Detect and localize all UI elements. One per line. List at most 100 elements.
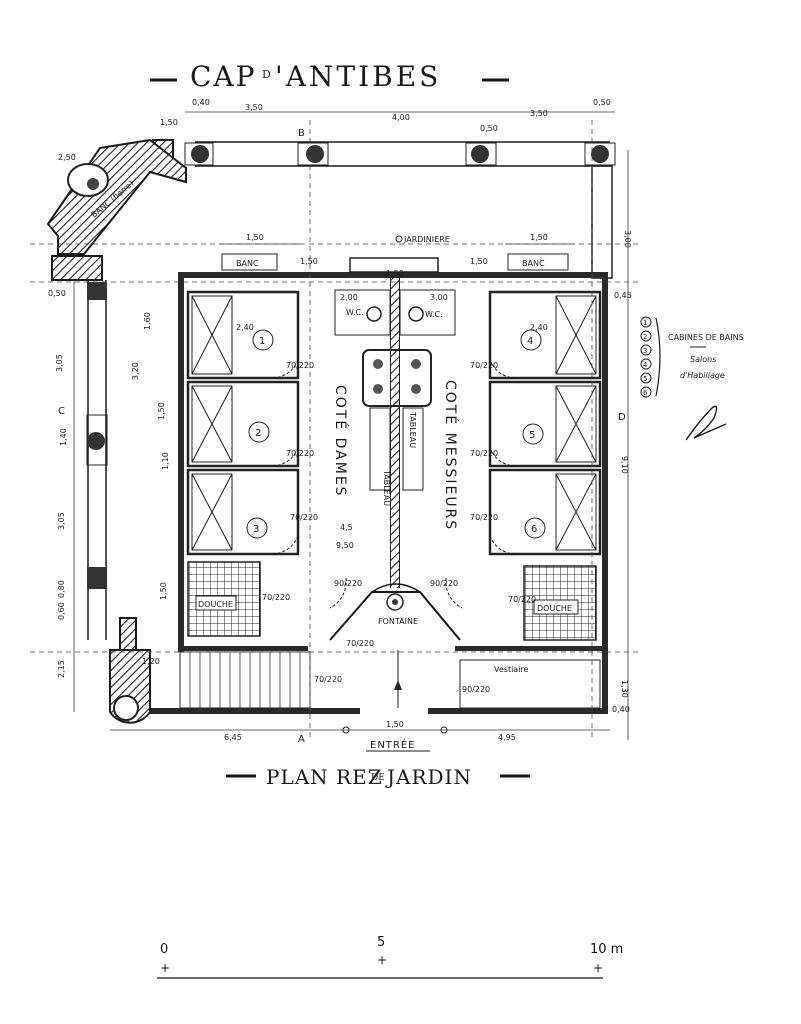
dim-cabin-right: 2,40 (530, 323, 548, 332)
dim-left-1: 1,60 (143, 312, 152, 330)
subtitle-plan-rez: PLAN REZ (266, 765, 383, 789)
central-divider (390, 278, 400, 588)
building-walls (140, 272, 608, 714)
dim-top-small-2: 0,50 (480, 124, 498, 133)
wc-area: W.C. W.C. 2,00 3,00 1,50 (334, 269, 456, 336)
banc-right-label: BANC (522, 259, 545, 268)
scale-label-10: 10 m (590, 942, 623, 957)
dim-left-7: 3,05 (57, 512, 66, 530)
scale-tick-0: + (160, 961, 170, 975)
left-cabins: 1 2 3 2,40 70/220 70/220 70/220 (186, 290, 318, 556)
dim-bottom-1: 1,20 (142, 657, 160, 666)
washbasin-island: TABLEAU TABLEAU (362, 349, 432, 506)
dim-door-9: 70/220 (262, 593, 290, 602)
cabin-6-number: 6 (531, 524, 537, 535)
banc-left-label: BANC (236, 259, 259, 268)
left-gallery: C (58, 280, 108, 640)
dim-door-6: 70/220 (470, 513, 498, 522)
wc-right-label: W.C. (425, 310, 443, 319)
cabin-4-number: 4 (527, 336, 533, 347)
cote-messieurs-label: COTÉ MESSIEURS (442, 380, 459, 531)
dim-wc-3: 1,50 (386, 269, 404, 278)
bench-row-top: 1,50 1,50 1,50 1,50 BANC BANC JARDINIERE (220, 233, 575, 273)
dim-bottom-4: 4,95 (498, 733, 516, 742)
top-dimension-line: 0,40 3,50 4,00 3,50 0,50 1,50 0,50 B (160, 98, 615, 139)
wc-left-label: W.C. (346, 308, 364, 317)
dim-top-4: 3,50 (530, 109, 548, 118)
title-antibes: 'ANTIBES (275, 60, 441, 93)
cabin-1-number: 1 (259, 336, 265, 347)
construction-lines (30, 120, 640, 740)
legend-line-1: CABINES DE BAINS (668, 333, 744, 342)
corner-bench: BANC (fierre) 2,50 0,50 (46, 138, 187, 298)
axis-c: C (58, 406, 65, 417)
dim-door-7: 90/220 (334, 579, 362, 588)
legend-num-5: 5 (643, 375, 647, 383)
dim-left-3: 1,10 (161, 452, 170, 470)
fontaine-label: FONTAINE (378, 617, 418, 626)
dim-wc-2: 3,00 (430, 293, 448, 302)
legend-num-4: 4 (643, 361, 648, 369)
signature (685, 405, 727, 441)
axis-a-bottom: A (298, 734, 305, 745)
dim-banc-small-right: 1,50 (470, 257, 488, 266)
dim-door-2: 70/220 (286, 449, 314, 458)
left-dimension-chain: 1,60 1,50 1,10 3,05 3,20 1,40 3,05 0,80 … (55, 280, 170, 712)
right-cabins: 4 5 6 2,40 70/220 70/220 70/220 D (470, 290, 626, 556)
legend-num-3: 3 (643, 347, 647, 355)
right-dimension-chain: 3,00 0,45 9,10 1,30 0,40 (612, 150, 632, 740)
bottom-dimension-line: 1,20 6,45 1,50 4,95 A ENTRÉE (110, 657, 610, 752)
legend-num-2: 2 (643, 333, 647, 341)
fountain-area: FONTAINE 90/220 90/220 70/220 70/220 (262, 577, 536, 641)
plan-subtitle: PLAN REZ DE JARDIN (226, 765, 530, 789)
tableau-left: TABLEAU (382, 469, 391, 506)
dim-wc-1: 2,00 (340, 293, 358, 302)
douche-left-label: DOUCHE (198, 600, 233, 609)
drawing-title: CAP D 'ANTIBES (150, 60, 509, 93)
scale-label-5: 5 (377, 935, 385, 950)
cabin-3-number: 3 (253, 524, 259, 535)
dim-right-5: 0,40 (612, 705, 630, 714)
dim-central-2: 9,50 (336, 541, 354, 550)
legend-num-6: 6 (643, 389, 648, 397)
legend-num-1: 1 (643, 319, 647, 327)
subtitle-jardin: JARDIN (385, 765, 472, 789)
dim-right-1: 3,00 (623, 230, 632, 248)
dim-corner-1: 2,50 (58, 153, 76, 162)
douche-right-label: DOUCHE (537, 604, 572, 613)
dim-door-1: 70/220 (286, 361, 314, 370)
dim-top-5: 0,50 (593, 98, 611, 107)
dim-left-2: 1,50 (157, 402, 166, 420)
scale-label-0: 0 (160, 942, 168, 957)
cote-dames-label: COTÉ DAMES (332, 385, 349, 498)
dim-banc-right: 1,50 (530, 233, 548, 242)
title-cap: CAP (190, 60, 256, 93)
scale-bar: 0 5 10 m + + + (157, 935, 623, 979)
dim-right-4: 1,30 (620, 680, 629, 698)
scale-tick-5: + (377, 953, 387, 967)
subtitle-de: DE (371, 773, 385, 783)
dim-left-6: 1,40 (59, 428, 68, 446)
showers: DOUCHE DOUCHE (187, 561, 597, 641)
axis-d: D (618, 412, 626, 423)
dim-central-1: 4,5 (340, 523, 353, 532)
dim-top-3: 4,00 (392, 113, 410, 122)
title-d: D (262, 68, 271, 81)
dim-door-4: 70/220 (470, 361, 498, 370)
dim-banc-left: 1,50 (246, 233, 264, 242)
dim-left-8: 0,80 (57, 580, 66, 598)
dim-top-1: 0,40 (192, 98, 210, 107)
dim-bottom-3: 1,50 (386, 720, 404, 729)
dim-left-5: 3,20 (131, 362, 140, 380)
axis-b-top: B (298, 128, 305, 139)
cabins-legend: 1 2 3 4 5 6 CABINES DE BAINS Salons d'Ha… (640, 316, 744, 441)
dim-door-8: 90/220 (430, 579, 458, 588)
dim-top-small-1: 1,50 (160, 118, 178, 127)
scale-tick-10: + (593, 961, 603, 975)
dim-door-13: 70/220 (346, 639, 374, 648)
entry-hall: Vestiaire 70/220 90/220 70/220 (109, 617, 601, 724)
legend-line-3: d'Habillage (680, 371, 725, 380)
dim-door-11: 70/220 (314, 675, 342, 684)
entree-label: ENTRÉE (370, 738, 416, 751)
